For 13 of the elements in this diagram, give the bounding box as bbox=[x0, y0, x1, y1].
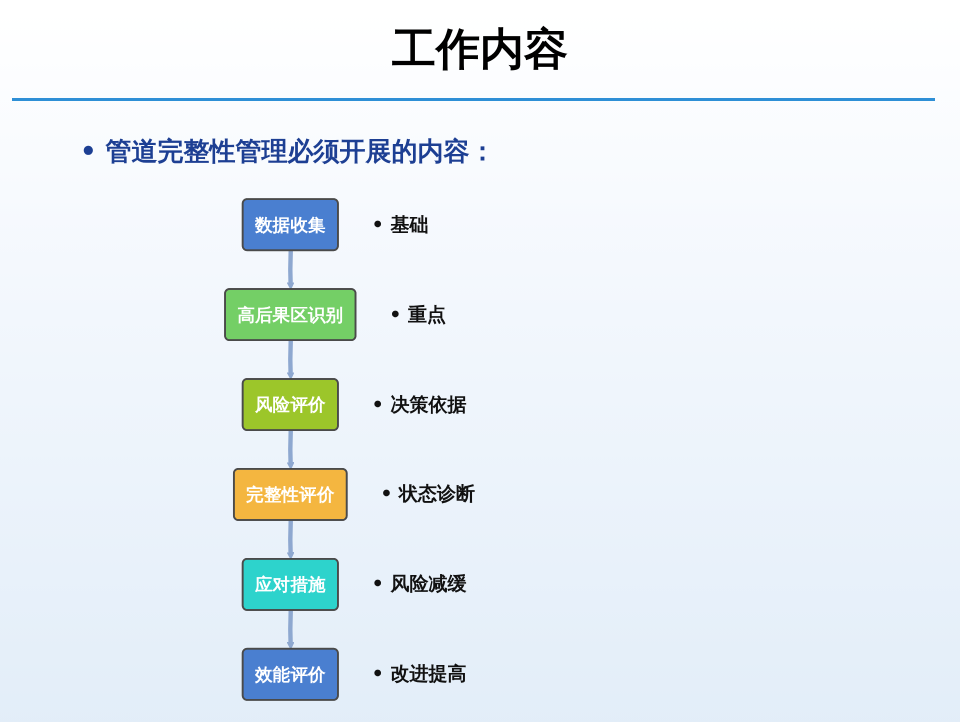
side-note: • 决策依据 bbox=[372, 392, 466, 418]
arrow bbox=[286, 340, 294, 380]
side-note: • 风险减缓 bbox=[372, 572, 466, 598]
arrow bbox=[286, 610, 294, 650]
bullet-heading: • 管道完整性管理必须开展的内容： bbox=[80, 136, 496, 169]
slide-title: 工作内容 bbox=[392, 24, 568, 75]
arrow bbox=[286, 430, 294, 470]
arrow bbox=[286, 250, 294, 290]
side-note: • 状态诊断 bbox=[380, 482, 476, 508]
arrow bbox=[286, 520, 294, 560]
side-note: • 重点 bbox=[389, 302, 446, 328]
side-note: • 基础 bbox=[372, 212, 428, 238]
side-note: • 改进提高 bbox=[372, 662, 466, 688]
